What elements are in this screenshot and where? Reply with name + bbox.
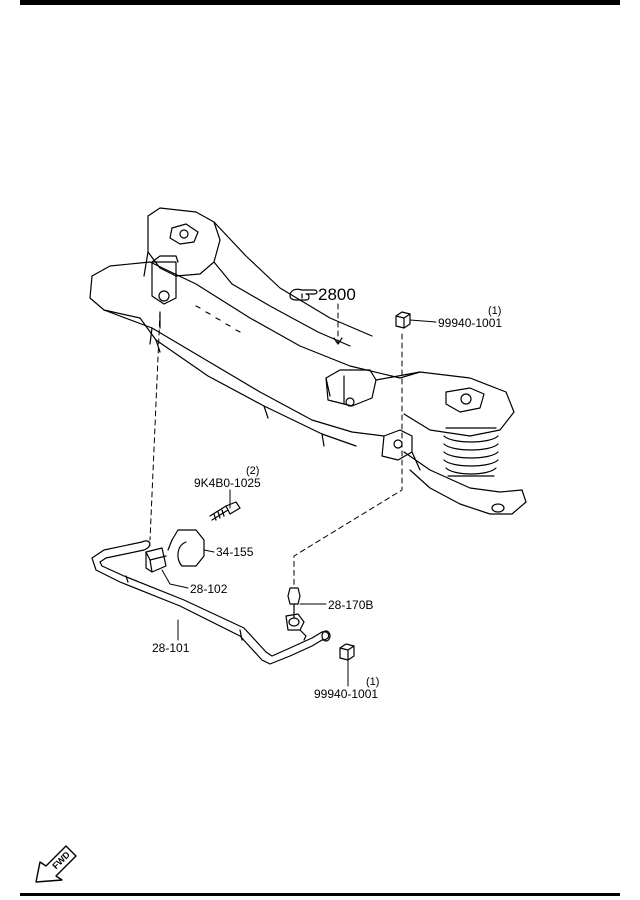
bracket-part-number: 34-155 (216, 545, 254, 559)
link-part-number: 28-170B (328, 598, 373, 612)
alignment-lines (149, 303, 403, 587)
crossmember-assembly (89, 207, 527, 515)
reference-hand-icon (289, 288, 318, 301)
nut-top-part-number: 99940-1001 (438, 316, 502, 330)
bar-part-number: 28-101 (152, 641, 190, 655)
nut-bottom-qty: (1) (366, 676, 379, 688)
bolt-part-number: 9K4B0-1025 (194, 476, 261, 490)
nut-bottom (339, 643, 355, 661)
nut-top-qty: (1) (488, 305, 501, 317)
stabilizer-bar (91, 540, 331, 665)
nut-bottom-part-number: 99940-1001 (314, 687, 378, 701)
top-rule (20, 0, 620, 5)
ref-group-label: 2800 (318, 285, 356, 304)
nut-top (395, 311, 411, 329)
bracket (167, 529, 205, 567)
bottom-rule (20, 893, 620, 896)
bushing (145, 547, 167, 573)
bolt (209, 501, 241, 521)
bolt-qty: (2) (246, 465, 259, 477)
leader-lines (161, 319, 437, 687)
bushing-part-number: 28-102 (190, 582, 228, 596)
forward-arrow-icon: FWD (35, 845, 77, 883)
stabilizer-link (285, 587, 307, 641)
